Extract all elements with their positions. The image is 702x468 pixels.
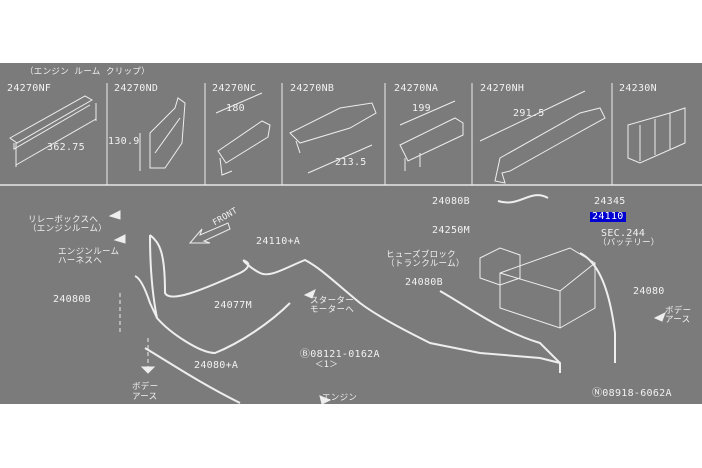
dimension-label: 291.5 (513, 108, 545, 119)
callout-text: リレーボックスへ (28, 215, 99, 225)
dimension-label: 199 (412, 103, 431, 114)
callout-text: （トランクルーム） (386, 259, 465, 269)
dimension-label: 362.75 (47, 142, 85, 153)
section-reference[interactable]: SEC.244 (601, 228, 646, 239)
part-label[interactable]: Ⓝ08918-6062A (592, 388, 672, 399)
quantity-label: ＜1＞ (315, 360, 339, 370)
callout-text: ボデー (665, 306, 692, 316)
clip-24230n-drawing (627, 107, 686, 164)
clip-section-title: （エンジン ルーム クリップ） (25, 67, 150, 77)
part-label[interactable]: 24080B (53, 294, 91, 305)
part-label[interactable]: 24345 (594, 196, 626, 207)
part-label[interactable]: 24110+A (256, 236, 301, 247)
part-label[interactable]: 24080B (432, 196, 470, 207)
part-label[interactable]: 24270NF (7, 83, 52, 94)
parts-diagram: （エンジン ルーム クリップ） 24270NF 362.75 24270ND 1… (0, 63, 702, 404)
callout-text: ハーネスへ (58, 256, 103, 266)
callout-text: アース (132, 392, 158, 402)
clip-24270nf-drawing (9, 95, 97, 167)
clip-24270nc-drawing (215, 92, 271, 176)
dimension-label: 213.5 (335, 157, 367, 168)
battery-drawing (479, 247, 596, 329)
harness-arrow-icon (113, 234, 126, 244)
part-label[interactable]: 24270NC (212, 83, 257, 94)
part-label[interactable]: 24080B (405, 277, 443, 288)
part-label[interactable]: 24080 (633, 286, 665, 297)
dimension-label: 180 (226, 103, 245, 114)
part-label[interactable]: 24077M (214, 300, 252, 311)
callout-text: エンジンルーム (58, 247, 120, 257)
callout-text: モーターへ (310, 305, 355, 315)
part-label[interactable]: 24270NB (290, 83, 335, 94)
harness-wires (134, 194, 616, 404)
clip-24270na-drawing (399, 100, 464, 171)
callout-text: アース (665, 315, 691, 325)
part-label[interactable]: 24230N (619, 83, 657, 94)
callout-text: （エンジンルーム） (28, 224, 107, 234)
diagram-drawing (0, 83, 702, 404)
engine-arrow-icon (319, 395, 332, 404)
part-label[interactable]: 24270NH (480, 83, 525, 94)
clip-24270nd-drawing (139, 97, 186, 171)
part-label[interactable]: Ⓑ08121-0162A (300, 349, 380, 360)
callout-text: ボデー (132, 382, 159, 392)
front-arrow-icon (188, 222, 231, 244)
part-label-selected[interactable]: 24110 (590, 211, 626, 222)
callout-text: スターター (310, 296, 355, 306)
relay-arrow-icon (108, 210, 121, 220)
starter-arrow-icon (303, 288, 316, 299)
body-earth-arrow-icon (653, 311, 666, 322)
body-earth-arrow-icon (140, 366, 156, 374)
clip-24270nh-drawing (479, 90, 606, 184)
part-label[interactable]: 24270NA (394, 83, 439, 94)
part-label[interactable]: 24080+A (194, 360, 239, 371)
dimension-label: 130.9 (108, 136, 140, 147)
callout-text: エンジン (322, 393, 358, 403)
clip-24270nb-drawing (289, 102, 377, 174)
part-label[interactable]: 24270ND (114, 83, 159, 94)
callout-text: ヒューズブロック (386, 250, 456, 260)
callout-text: （バッテリー） (598, 238, 660, 248)
part-label[interactable]: 24250M (432, 225, 470, 236)
